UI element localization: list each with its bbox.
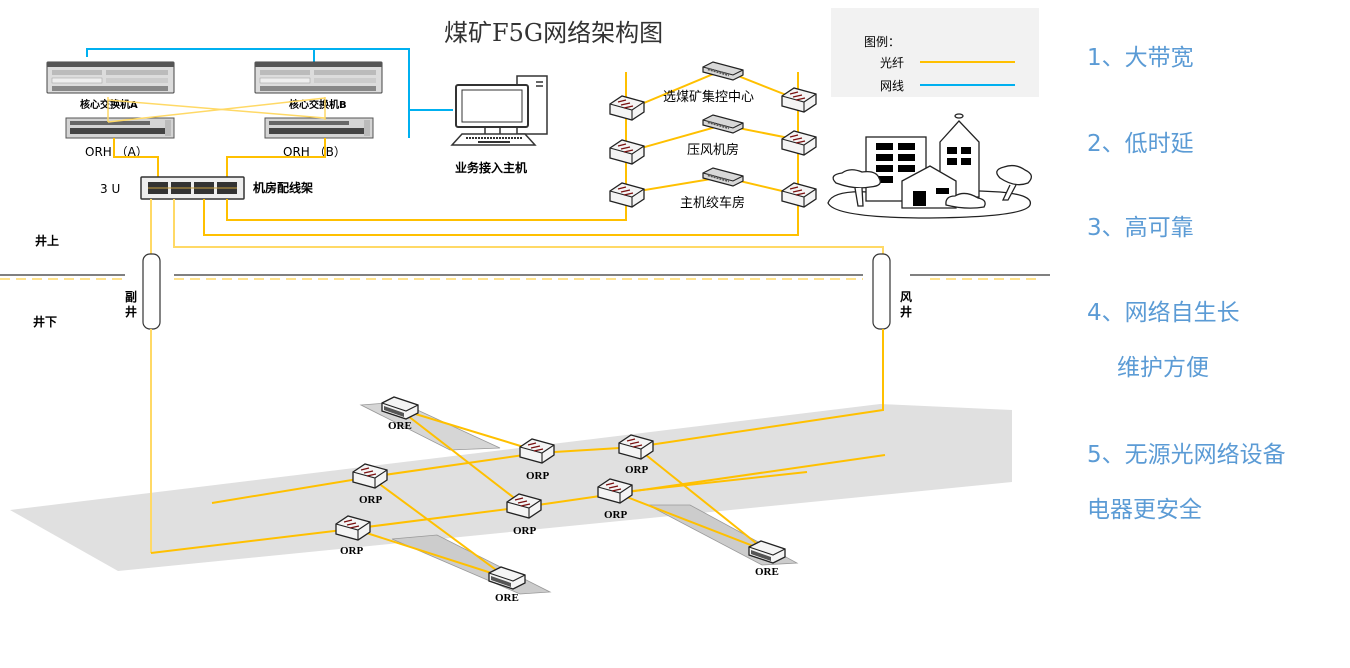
orp-label: ORP	[340, 545, 364, 557]
site-switch	[701, 60, 745, 82]
orh-a-label: ORH （A）	[85, 145, 148, 159]
ventilation-shaft: 风 井	[872, 253, 912, 330]
ring-switch	[781, 130, 817, 156]
network-cables	[86, 48, 453, 138]
ring-switch	[609, 95, 645, 121]
ore-label: ORE	[755, 566, 779, 578]
ground-line	[0, 274, 1050, 280]
auxiliary-shaft: 副 井	[125, 253, 161, 330]
ore-label: ORE	[495, 592, 519, 604]
patch-panel-label: 机房配线架	[253, 180, 313, 195]
vent-shaft-label-1: 风	[900, 290, 912, 304]
legend-box	[831, 8, 1039, 97]
ore-label: ORE	[388, 420, 412, 432]
main-tunnel	[10, 404, 1012, 571]
legend-label-cable: 网线	[880, 79, 904, 93]
aux-shaft-label-1: 副	[125, 289, 137, 304]
below-ground-label: 井下	[33, 314, 57, 329]
branch-tunnel-sw	[391, 534, 552, 595]
tunnels	[10, 401, 1012, 595]
legend: 图例： 光纤 网线	[831, 8, 1039, 97]
feature-item: 4、网络自生长	[1087, 300, 1240, 326]
orp-label: ORP	[604, 509, 628, 521]
site-ring-switches	[609, 60, 817, 208]
orh-b-device	[264, 117, 374, 139]
feature-item: 1、大带宽	[1087, 45, 1194, 71]
core-cross-fibers	[107, 97, 326, 123]
feature-item: 维护方便	[1117, 355, 1209, 381]
above-ground-label: 井上	[35, 233, 59, 248]
feature-item: 3、高可靠	[1087, 215, 1194, 241]
core-switch-b-label: 核心交换机B	[289, 98, 347, 111]
cable-top-bus	[86, 48, 410, 138]
site-label-compressor: 压风机房	[687, 142, 739, 158]
site-label-hoist: 主机绞车房	[680, 195, 745, 211]
diagram-title: 煤矿F5G网络架构图	[444, 19, 663, 47]
ring-switch	[781, 182, 817, 208]
host-label: 业务接入主机	[455, 160, 527, 175]
orp-label: ORP	[359, 494, 383, 506]
site-switch	[701, 166, 745, 188]
site-label-coal-prep: 选煤矿集控中心	[663, 89, 754, 105]
feature-item: 电器更安全	[1087, 497, 1202, 523]
ring-switch	[781, 87, 817, 113]
core-switch-b: 核心交换机B	[254, 61, 383, 111]
underground-labels: ORE ORE ORE ORP ORP ORP ORP ORP ORP	[340, 420, 779, 604]
ring-switch	[609, 182, 645, 208]
host-computer-icon	[450, 75, 548, 146]
aux-shaft-label-2: 井	[125, 304, 137, 319]
core-switch-a: 核心交换机A	[46, 61, 175, 111]
orh-b-label: ORH （B）	[283, 145, 346, 159]
fiber-to-vent-shaft	[173, 199, 884, 254]
orp-label: ORP	[526, 470, 550, 482]
legend-title: 图例：	[864, 35, 900, 49]
site-switch	[701, 113, 745, 135]
feature-item: 2、低时延	[1087, 131, 1194, 157]
buildings-icon	[827, 113, 1032, 219]
patch-panel	[140, 176, 245, 200]
orh-a-device	[65, 117, 175, 139]
underground-fibers	[150, 329, 886, 579]
legend-label-fiber: 光纤	[880, 56, 904, 70]
vent-shaft-label-2: 井	[900, 304, 912, 319]
orp-label: ORP	[625, 464, 649, 476]
feature-item: 5、无源光网络设备	[1087, 442, 1286, 468]
orp-label: ORP	[513, 525, 537, 537]
rack-units-label: 3 U	[100, 182, 120, 196]
ore-device	[488, 566, 526, 590]
ring-switch	[609, 139, 645, 165]
orh-fibers	[113, 138, 326, 178]
